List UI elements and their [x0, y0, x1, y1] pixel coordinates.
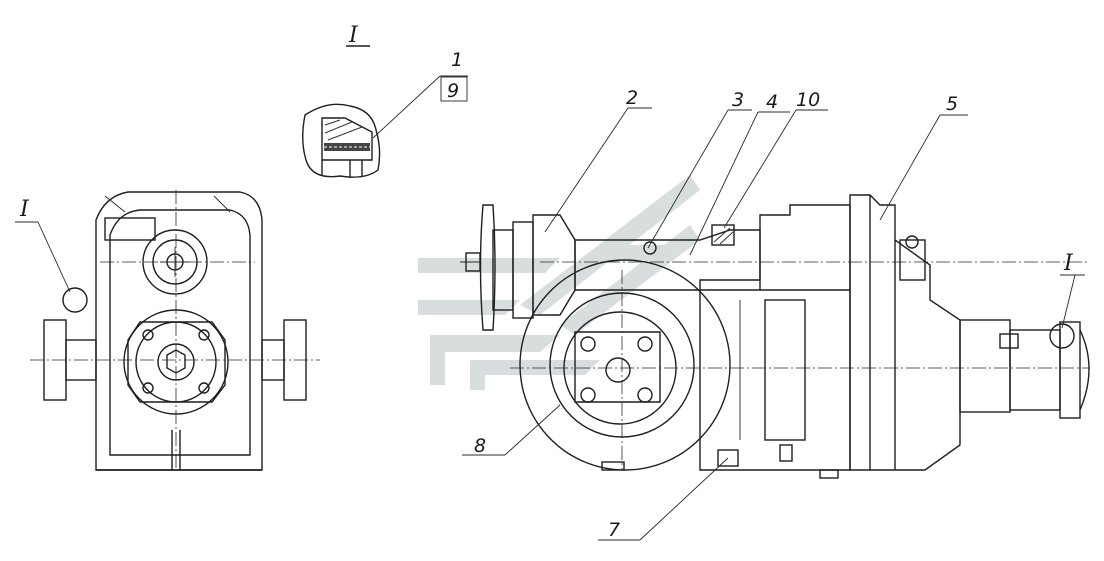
watermark-logo [418, 175, 700, 390]
detail-mark-top: I [348, 23, 359, 48]
callout-7: 7 [608, 519, 620, 541]
detail-mark-left: I [19, 197, 30, 222]
callout-10: 10 [796, 89, 820, 111]
callout-1: 1 [451, 49, 463, 71]
callout-2: 2 [626, 87, 638, 109]
callout-5: 5 [946, 93, 958, 115]
callout-9: 9 [447, 80, 459, 102]
detail-view-i [302, 75, 468, 178]
callout-8: 8 [474, 435, 486, 457]
callout-4: 4 [766, 91, 778, 113]
end-view [15, 190, 320, 471]
side-view [460, 107, 1090, 541]
callout-3: 3 [732, 89, 744, 111]
detail-mark-right: I [1063, 251, 1074, 276]
